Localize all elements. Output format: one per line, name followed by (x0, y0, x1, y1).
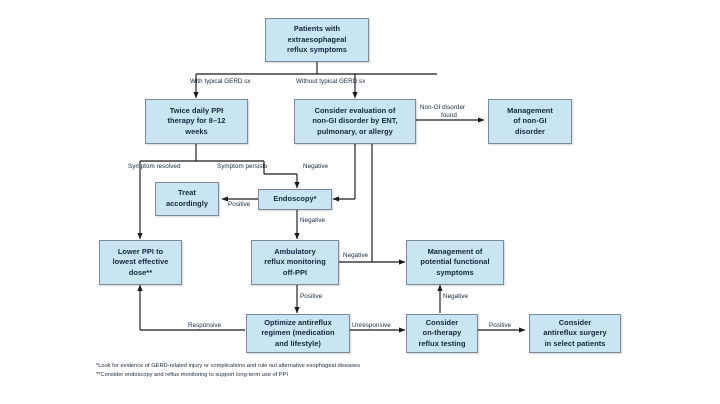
node-on-therapy-testing-line-2: on-therapy (422, 328, 462, 338)
edge-label-negative-endoscopy: Negative (300, 217, 326, 224)
edge-label-positive-on-therapy: Positive (489, 322, 512, 329)
edge-label-positive-endoscopy: Positive (228, 201, 251, 208)
node-twice-daily-ppi-line-1: Twice daily PPI (169, 105, 224, 115)
footnote-2: **Consider endoscopy and reflux monitori… (96, 372, 289, 378)
node-twice-daily-ppi[interactable]: Twice daily PPI therapy for 8–12 weeks (145, 99, 248, 144)
edge-label-unresponsive: Unresponsive (352, 322, 391, 329)
node-on-therapy-testing[interactable]: Consider on-therapy reflux testing (406, 314, 478, 353)
node-patients-line-2: extraesophageal (287, 34, 347, 44)
node-management-functional[interactable]: Management of potential functional sympt… (406, 240, 504, 285)
node-consider-evaluation-line-2: non-GI disorder by ENT, (312, 116, 398, 126)
node-antireflux-surgery-line-2: antireflux surgery (543, 328, 607, 338)
node-treat-accordingly-line-1: Treat (178, 188, 196, 198)
node-antireflux-surgery-line-3: in select patients (544, 338, 606, 348)
node-antireflux-surgery-line-1: Consider (558, 317, 592, 327)
node-ambulatory-reflux-line-1: Ambulatory (274, 246, 316, 256)
node-management-functional-line-1: Management of (427, 246, 483, 256)
edge-label-negative-ambulatory: Negative (343, 252, 369, 259)
node-management-non-gi-line-1: Management (507, 105, 553, 115)
node-optimize-antireflux[interactable]: Optimize antireflux regimen (medication … (246, 314, 350, 353)
node-ambulatory-reflux-line-2: reflux monitoring (264, 257, 326, 267)
node-lower-ppi-line-2: lowest effective (112, 257, 169, 267)
footnote-1: *Look for evidence of GERD-related injur… (96, 363, 361, 369)
node-on-therapy-testing-line-3: reflux testing (418, 338, 466, 348)
edge-label-without-typical-gerd: Without typical GERD sx (296, 78, 366, 85)
edge-label-negative-eval: Negative (303, 163, 329, 170)
node-management-non-gi-line-2: of non-GI (513, 116, 547, 126)
edge-label-responsive: Responsive (188, 322, 222, 329)
edge-label-non-gi-found: Non-GI disorder (420, 104, 466, 111)
node-ambulatory-reflux[interactable]: Ambulatory reflux monitoring off-PPI (251, 240, 339, 285)
edge-label-positive-ambulatory: Positive (300, 293, 323, 300)
node-lower-ppi-line-3: dose** (128, 267, 153, 277)
node-optimize-antireflux-line-3: and lifestyle) (275, 338, 321, 348)
node-antireflux-surgery[interactable]: Consider antireflux surgery in select pa… (529, 314, 621, 353)
node-ambulatory-reflux-line-3: off-PPI (282, 267, 308, 277)
node-management-functional-line-2: potential functional (420, 257, 490, 267)
edge-label-negative-on-therapy: Negative (443, 293, 469, 300)
edge-label-with-typical-gerd: With typical GERD sx (190, 78, 251, 85)
node-management-non-gi-line-3: disorder (515, 126, 545, 136)
node-optimize-antireflux-line-1: Optimize antireflux (264, 317, 332, 327)
node-consider-evaluation-line-1: Consider evaluation of (314, 105, 396, 115)
edge-label-symptom-persists: Symptom persists (217, 163, 268, 170)
node-consider-evaluation-line-3: pulmonary, or allergy (317, 126, 393, 136)
node-treat-accordingly-line-2: accordingly (165, 199, 209, 208)
edge-label-non-gi-found-2: found (441, 112, 457, 119)
node-management-non-gi[interactable]: Management of non-GI disorder (488, 99, 572, 144)
node-endoscopy-line-1: Endoscopy* (273, 194, 317, 204)
edge-label-symptom-resolved: Symptom resolved (128, 163, 181, 170)
node-endoscopy[interactable]: Endoscopy* (258, 189, 332, 210)
node-patients[interactable]: Patients with extraesophageal reflux sym… (265, 18, 369, 62)
node-lower-ppi[interactable]: Lower PPI to lowest effective dose** (99, 240, 182, 285)
node-lower-ppi-line-1: Lower PPI to (117, 246, 164, 256)
node-treat-accordingly[interactable]: Treat accordingly (155, 182, 219, 216)
node-patients-line-3: reflux symptoms (287, 45, 347, 55)
node-management-functional-line-3: symptoms (436, 267, 474, 277)
node-consider-evaluation[interactable]: Consider evaluation of non-GI disorder b… (294, 99, 416, 144)
node-patients-line-1: Patients with (293, 24, 341, 34)
node-twice-daily-ppi-line-2: therapy for 8–12 (167, 116, 226, 126)
node-on-therapy-testing-line-1: Consider (425, 317, 459, 327)
node-optimize-antireflux-line-2: regimen (medication (261, 328, 335, 338)
node-twice-daily-ppi-line-3: weeks (185, 126, 208, 136)
